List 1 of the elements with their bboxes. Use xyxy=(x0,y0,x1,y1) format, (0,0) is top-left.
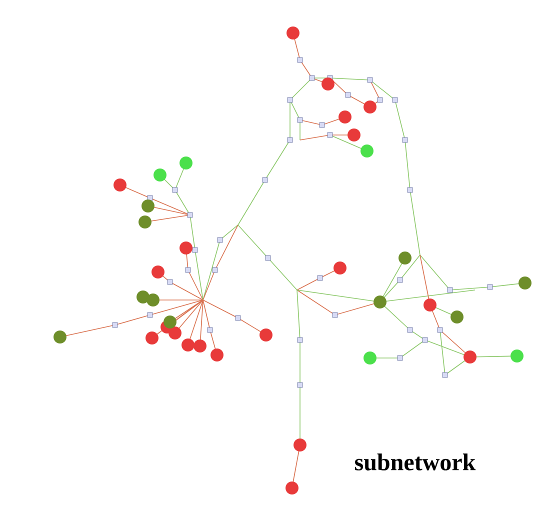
caption-text: subnetwork xyxy=(355,454,476,470)
